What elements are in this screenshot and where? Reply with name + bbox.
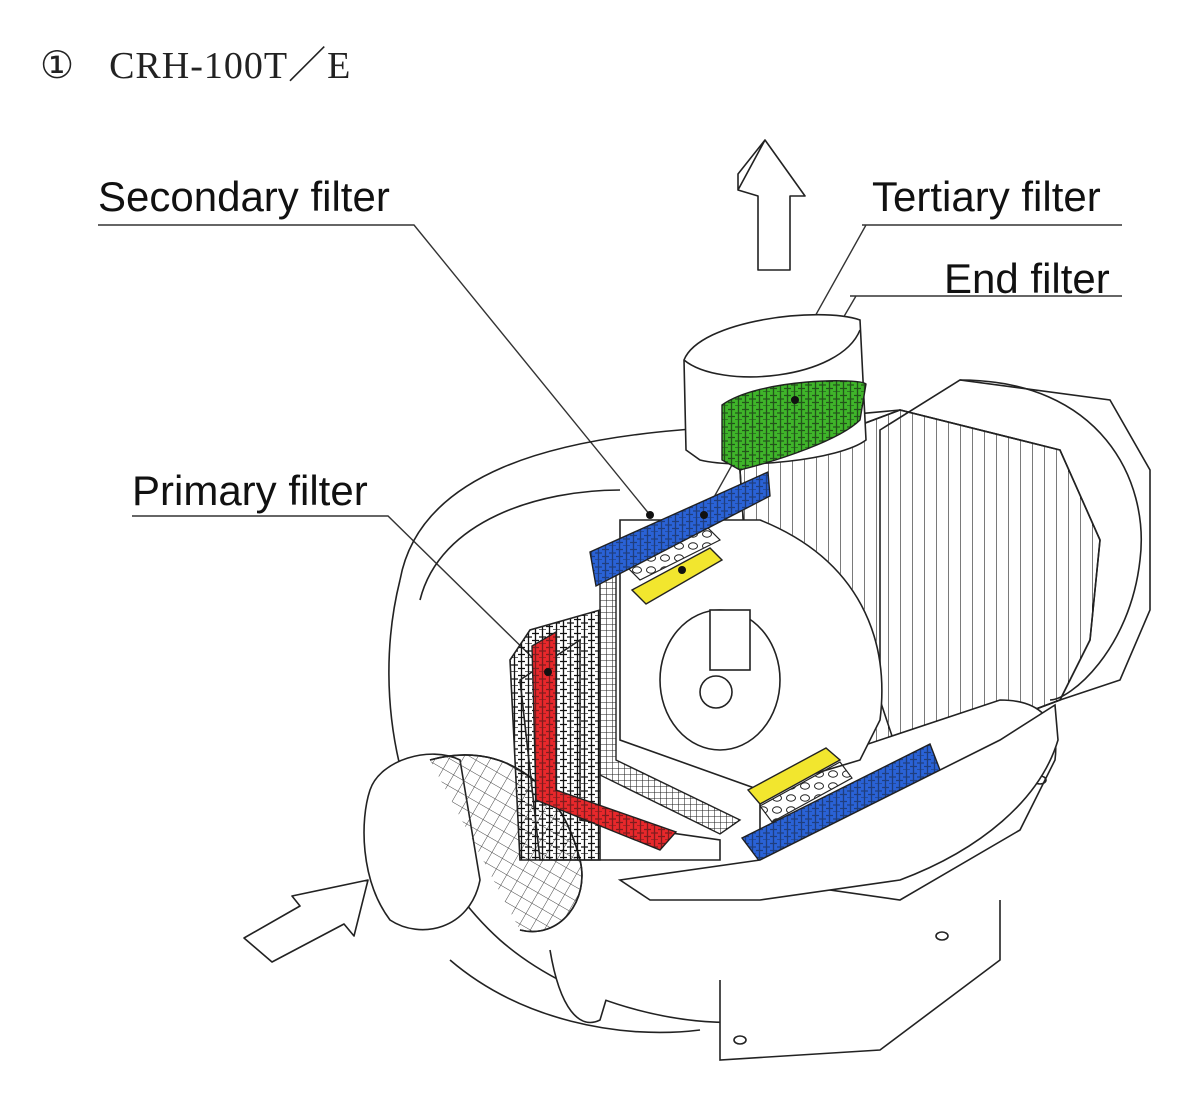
label-end-filter: End filter	[944, 255, 1110, 302]
tertiary-filter-lower	[746, 747, 842, 805]
perforated-plate-lower	[759, 761, 853, 823]
diagram-title: ① CRH-100T／E	[40, 34, 351, 89]
title-marker: ①	[40, 45, 76, 87]
tertiary-filter-upper	[630, 547, 724, 605]
label-tertiary-filter: Tertiary filter	[872, 173, 1101, 220]
label-secondary-filter: Secondary filter	[98, 173, 390, 220]
impeller	[619, 519, 883, 791]
leader-dots	[544, 396, 799, 676]
label-primary-filter: Primary filter	[132, 467, 368, 514]
model-name: CRH-100T／E	[109, 45, 352, 87]
primary-leader	[132, 515, 541, 666]
outlet-arrow-icon	[737, 139, 806, 271]
inlet-arrow-icon	[243, 879, 369, 963]
lower-cover	[617, 703, 1059, 901]
secondary-leader	[98, 224, 651, 516]
